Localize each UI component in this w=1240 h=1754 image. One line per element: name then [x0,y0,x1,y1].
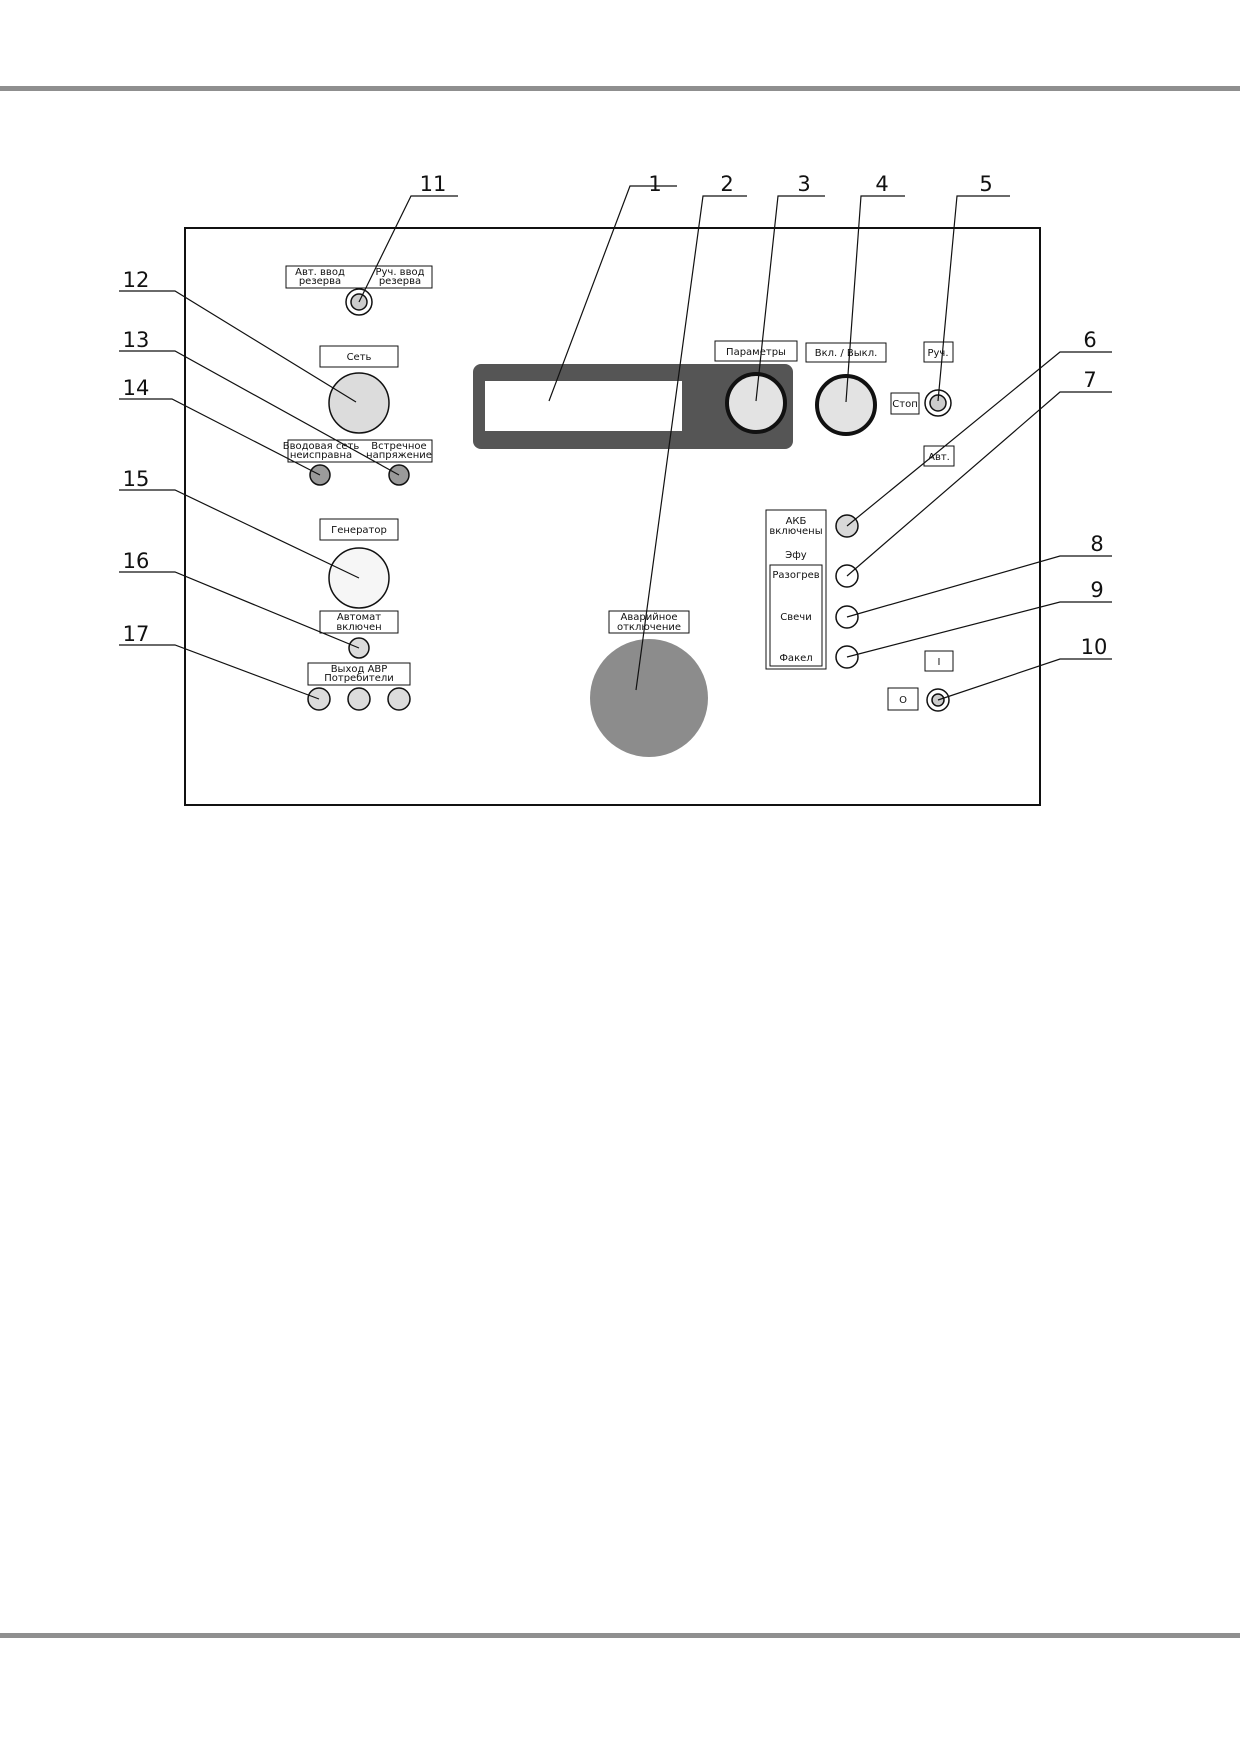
avt-vvod-text-1: Авт. ввод [295,267,345,278]
battery-text-2: включены [769,526,822,537]
torch-text: Факел [779,653,812,664]
breaker-text-1: Автомат [337,612,381,623]
leader-line-13 [119,350,400,476]
switch-off-text: O [899,695,907,706]
callout-7: 7 [1083,368,1096,392]
parameters-text: Параметры [726,347,786,358]
callout-8: 8 [1090,532,1103,556]
parameters-knob[interactable] [725,372,787,434]
leader-line-8 [846,555,1112,618]
preheat-subgroup-box [769,564,823,667]
breaker-label-box [319,610,399,634]
callout-17: 17 [123,622,150,646]
bottom-rule [0,1633,1240,1638]
power-text: Вкл. / Выкл. [815,348,878,359]
ruch-vvod-text-1: Руч. ввод [375,267,424,278]
callout-2: 2 [720,172,733,196]
mains-text: Сеть [347,352,372,363]
generator-label-box [319,518,399,541]
callout-11: 11 [420,172,447,196]
leader-line-4 [845,195,905,403]
leader-line-3 [755,195,825,402]
avr-output-label-box [307,662,411,686]
counter-voltage-text-1: Встречное [371,441,426,452]
emergency-label-box [608,610,690,634]
callout-1: 1 [648,172,661,196]
manual-label-box [923,341,954,363]
mains-label-box [319,345,399,368]
mains-indicator-lamp [328,372,390,434]
leader-line-11 [358,195,458,303]
callout-5: 5 [979,172,992,196]
fault-text-1: Вводовая сеть [283,441,360,452]
top-rule [0,86,1240,91]
glow-plug-text: Свечи [780,612,811,623]
leader-line-14 [119,398,321,476]
leader-line-6 [846,351,1112,527]
leader-line-1 [548,185,677,402]
efu-text: Эфу [785,550,807,561]
emergency-text-2: отключение [617,622,681,633]
callout-10: 10 [1081,635,1108,659]
avr-text-1: Выход АВР [331,664,388,675]
breaker-text-2: включен [336,622,381,633]
manual-text: Руч. [927,348,948,359]
stop-label-box [890,392,920,415]
switch-on-label-box [924,650,954,672]
callout-4: 4 [875,172,888,196]
counter-voltage-text-2: напряжение [366,450,432,461]
leader-line-10 [937,658,1112,701]
leader-line-12 [119,290,357,403]
avt-vvod-text-2: резерва [299,276,341,287]
stop-text: Стоп [892,399,917,410]
battery-text-1: АКБ [786,516,807,527]
avr-text-2: Потребители [324,673,394,684]
panel-frame [184,227,1041,806]
callout-3: 3 [797,172,810,196]
callout-15: 15 [123,467,150,491]
fault-text-2: неисправна [290,450,352,461]
display-screen [485,381,682,431]
emergency-stop-button[interactable] [590,639,708,757]
leader-line-15 [119,489,360,579]
auto-text: Авт. [928,452,950,463]
leader-line-16 [119,571,360,649]
switch-off-label-box [887,687,919,711]
leader-line-5 [937,195,1010,402]
power-label-box [805,342,887,363]
leader-line-9 [846,601,1112,658]
leader-line-17 [119,644,320,700]
callout-14: 14 [123,376,150,400]
generator-text: Генератор [331,525,387,536]
auto-label-box [923,445,955,467]
callout-16: 16 [123,549,150,573]
leader-line-7 [846,391,1112,577]
power-knob[interactable] [815,374,877,436]
avr-output-lamp-3 [387,687,411,711]
parameters-label-box [714,340,798,362]
ruch-vvod-text-2: резерва [379,276,421,287]
switch-on-text: I [938,657,941,668]
callout-12: 12 [123,268,150,292]
mode-label-box [285,265,433,289]
fault-voltage-label-box [287,439,433,463]
avr-output-lamp-2 [347,687,371,711]
callout-6: 6 [1083,328,1096,352]
callout-13: 13 [123,328,150,352]
callout-9: 9 [1090,578,1103,602]
preheat-text: Разогрев [772,570,819,581]
emergency-text-1: Аварийное [620,612,677,623]
leader-line-2 [635,195,747,691]
